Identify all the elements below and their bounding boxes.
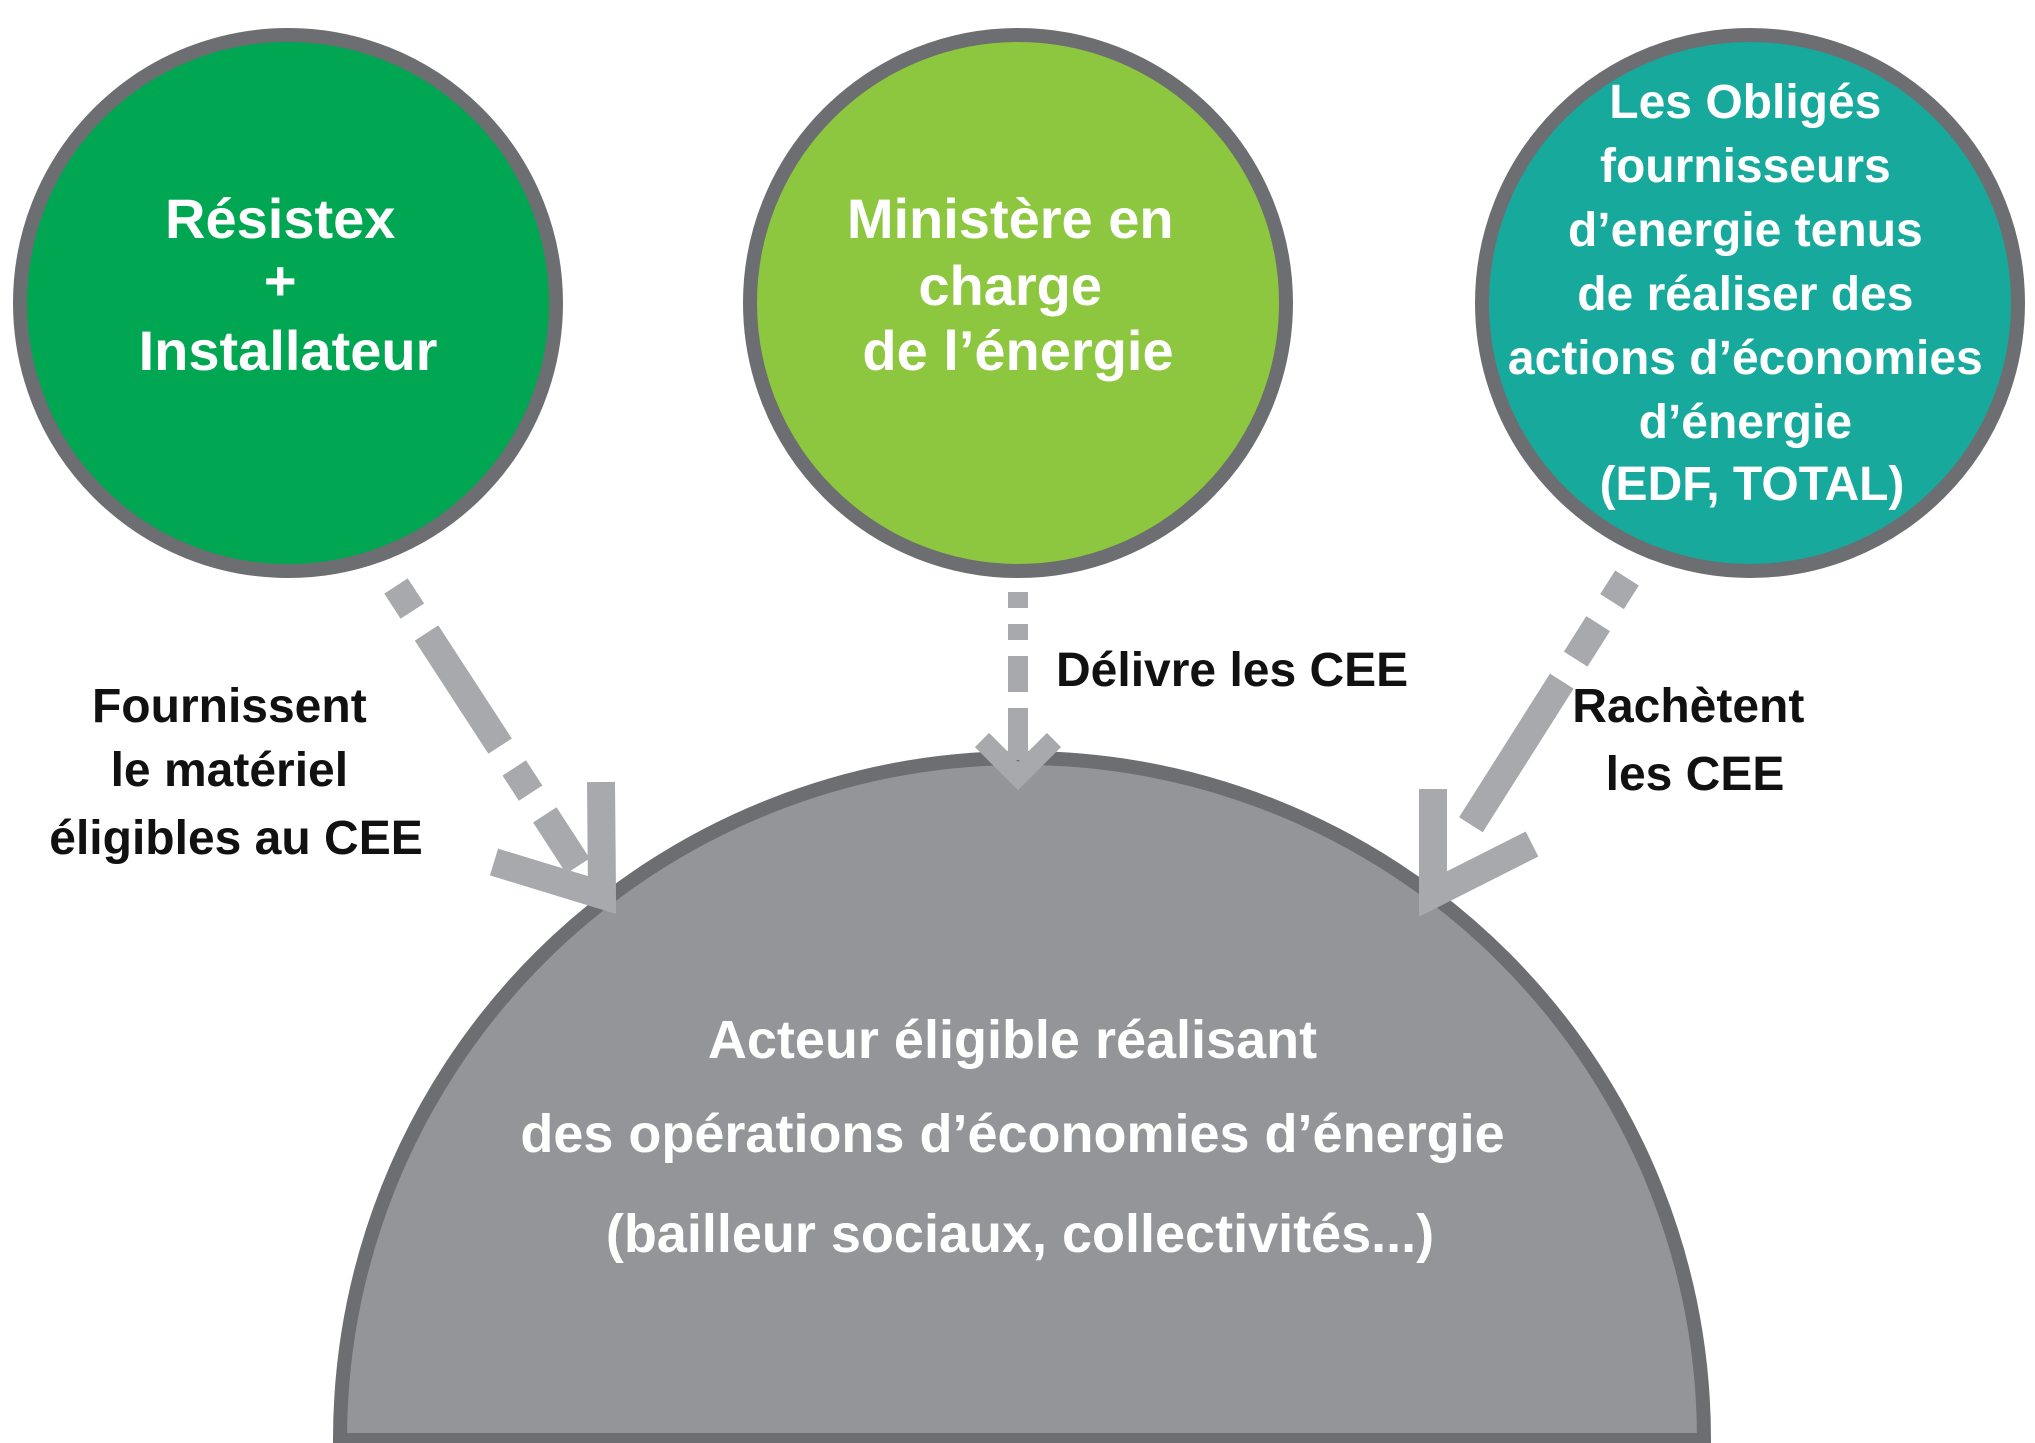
ministere-line-3: de l’énergie — [862, 319, 1173, 382]
resistex-line-3: Installateur — [139, 319, 438, 382]
ministere-line-2: charge — [918, 254, 1102, 317]
rachetent-line-1: Rachètent — [1572, 680, 1804, 733]
svg-text:Fournissent le matériel: Fournissent le matériel éligibles au CEE — [49, 680, 422, 865]
arrow-delivre — [974, 592, 1062, 791]
svg-text:Les Obligés fournisseurs: Les Obligés fournisseurs d’energie tenus… — [1508, 76, 1996, 511]
ministere-line-1: Ministère en — [847, 187, 1174, 250]
resistex-line-1: Résistex — [165, 187, 395, 250]
fournissent-line-1: Fournissent — [92, 680, 367, 733]
resistex-line-2: + — [264, 249, 297, 312]
delivre-line-1: Délivre les CEE — [1056, 644, 1408, 697]
obliges-line-3: d’energie tenus — [1568, 204, 1923, 257]
resistex-circle — [13, 28, 563, 578]
svg-text:Ministère en charge de: Ministère en charge de l’énergie — [847, 187, 1189, 382]
obliges-line-4: de réaliser des — [1577, 268, 1913, 321]
arrow-rachetent — [1419, 570, 1639, 917]
obliges-line-1: Les Obligés — [1609, 76, 1881, 129]
acteur-line-3: (bailleur sociaux, collectivités...) — [606, 1204, 1434, 1264]
acteur-line-2: des opérations d’économies d’énergie — [520, 1104, 1504, 1164]
svg-text:Résistex + Installateu: Résistex + Installateur — [139, 187, 438, 382]
svg-text:Acteur éligible réalisant: Acteur éligible réalisant des opérations… — [520, 1010, 1519, 1264]
ministere-circle — [743, 28, 1293, 578]
arrow-fournissent — [384, 578, 617, 914]
obliges-line-7: (EDF, TOTAL) — [1600, 458, 1905, 511]
fournissent-line-3: éligibles au CEE — [49, 812, 422, 865]
obliges-line-5: actions d’économies — [1508, 332, 1983, 385]
svg-text:Délivre les CEE: Délivre les CEE — [1056, 644, 1408, 697]
obliges-line-2: fournisseurs — [1600, 140, 1891, 193]
svg-text:Rachètent les CEE: Rachètent les CEE — [1572, 680, 1817, 801]
rachetent-line-2: les CEE — [1606, 748, 1785, 801]
acteur-line-1: Acteur éligible réalisant — [708, 1010, 1317, 1070]
obliges-circle — [1475, 28, 2025, 578]
obliges-line-6: d’énergie — [1639, 396, 1852, 449]
fournissent-line-2: le matériel — [111, 744, 348, 797]
